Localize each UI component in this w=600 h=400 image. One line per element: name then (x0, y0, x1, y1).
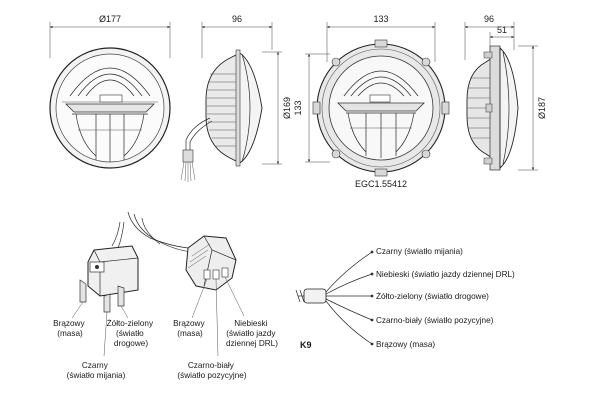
h4-plug-illustration (71, 211, 193, 357)
side-b-inner-label: 51 (497, 25, 507, 35)
side-b-diameter-label: Ø187 (537, 97, 547, 119)
h4-black-label: Czarny (światło mijania) (67, 361, 126, 380)
connector-blue-label: Niebieski (światło jazdy dziennej DRL) (226, 319, 278, 348)
front-view-b: 133 133 EGC1.55412 (293, 14, 450, 189)
connector-black-white-label: Czarno-biały (światło pozycyjne) (177, 361, 246, 380)
cable-code-k9: K9 (300, 340, 312, 350)
k9-wiring-schematic (295, 250, 374, 346)
connector-brown-label: Brązowy (masa) (173, 319, 207, 338)
front-b-height-label: 133 (293, 100, 303, 115)
side-b-depth-label: 96 (484, 14, 494, 24)
side-view-a: 96 Ø169 (180, 14, 292, 182)
h4-brown-label: Brązowy (masa) (53, 319, 87, 338)
product-code: EGC1.55412 (355, 179, 407, 189)
drl-connector-illustration (185, 235, 245, 357)
front-view-a: Ø177 (49, 14, 171, 169)
front-a-diameter-label: Ø177 (99, 14, 121, 24)
side-a-depth-label: 96 (232, 14, 242, 24)
wire-label-blue: Niebieski (światło jazdy dziennej DRL) (376, 270, 515, 279)
side-a-diameter-label: Ø169 (282, 97, 292, 119)
h4-yellow-green-label: Żółto-zielony (światło drogowe) (107, 318, 156, 348)
wire-label-black-white: Czarno-biały (światło pozycyjne) (376, 316, 494, 325)
side-view-b: 96 51 Ø187 (464, 14, 547, 171)
wire-label-brown: Brązowy (masa) (376, 340, 435, 349)
wire-label-black: Czarny (światło mijania) (376, 247, 463, 256)
front-b-width-label: 133 (373, 14, 388, 24)
wire-label-yellow-green: Żółto-zielony (światło drogowe) (376, 291, 489, 301)
